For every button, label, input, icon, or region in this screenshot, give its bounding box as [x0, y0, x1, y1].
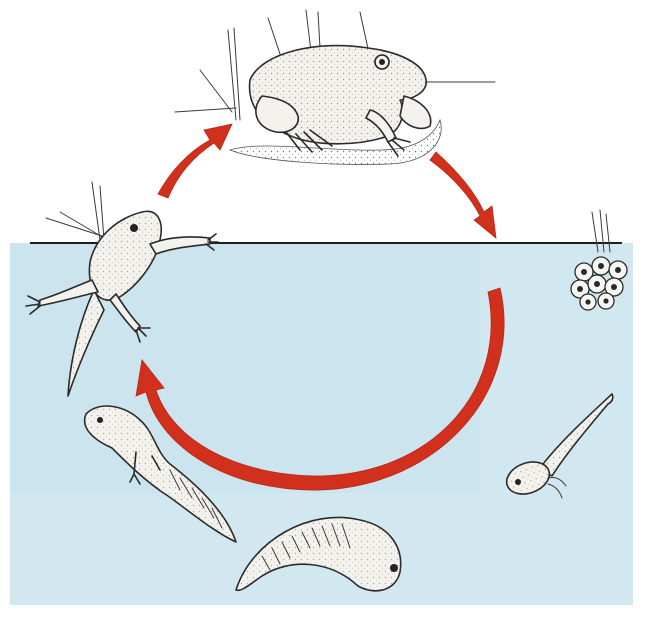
arrow-adult-to-eggs [430, 152, 496, 238]
arrow-froglet-to-adult [158, 124, 232, 198]
